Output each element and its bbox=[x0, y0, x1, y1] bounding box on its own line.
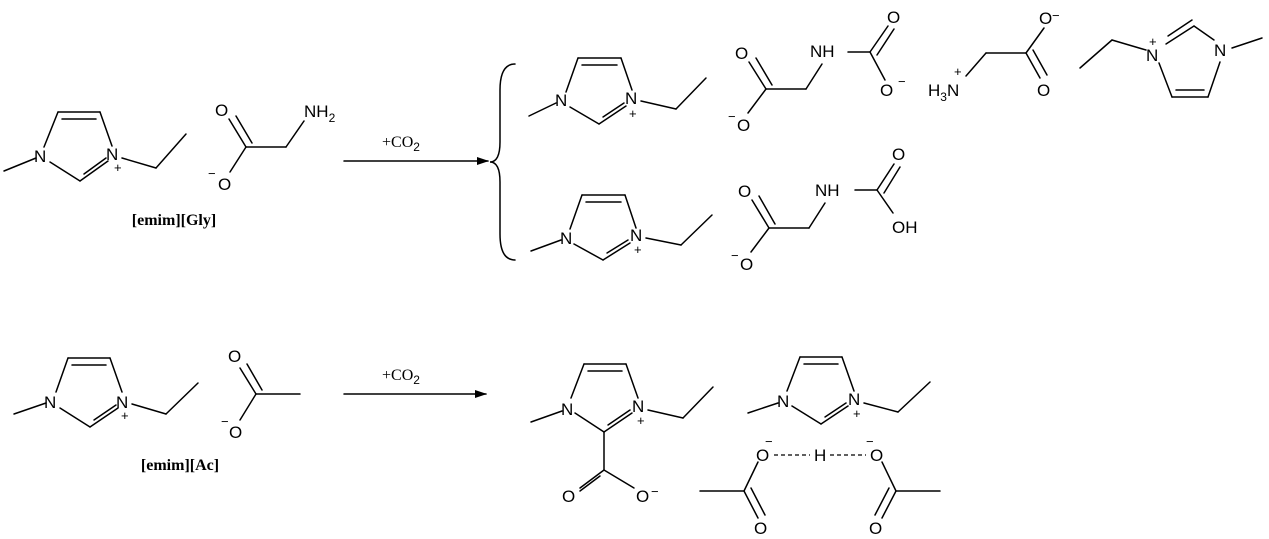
emim-cation-product-a2: N + N bbox=[1079, 19, 1263, 98]
atom-n3: N bbox=[106, 145, 118, 164]
atom-o-anion: O bbox=[737, 116, 750, 135]
emim-cation-product-a: N N + bbox=[528, 57, 707, 125]
atom-o-anion: O bbox=[756, 446, 769, 465]
glycine-zwitterion: H3N + O − O bbox=[928, 8, 1060, 104]
imidazolium-2-carboxylate: N N + O O − bbox=[530, 363, 714, 506]
atom-n1: N bbox=[44, 393, 56, 412]
atom-o-carbonyl: O bbox=[892, 145, 905, 164]
atom-o-carbonyl: O bbox=[1037, 81, 1050, 100]
condition-co2-ac: +CO2 bbox=[382, 367, 420, 387]
minus-charge: − bbox=[898, 74, 906, 89]
atom-o-carbonyl: O bbox=[735, 44, 748, 63]
atom-h-shared: H bbox=[814, 446, 826, 465]
plus-charge: + bbox=[853, 406, 861, 421]
atom-o-anion: O bbox=[870, 446, 883, 465]
plus-charge: + bbox=[121, 408, 129, 423]
glycine-carbamic-acid-anion: O O − NH O OH bbox=[731, 145, 918, 274]
atom-nh2: NH2 bbox=[304, 102, 336, 125]
atom-n1: N bbox=[1214, 41, 1226, 60]
atom-o-carbonyl: O bbox=[562, 487, 575, 506]
plus-charge: + bbox=[954, 64, 962, 79]
minus-charge: − bbox=[221, 414, 229, 429]
emim-cation-reactant-gly: N N + bbox=[3, 111, 187, 182]
condition-co2-gly: +CO2 bbox=[382, 134, 420, 154]
atom-n3: N bbox=[625, 89, 637, 108]
emim-cation-product-b: N N + bbox=[530, 194, 713, 261]
atom-n1: N bbox=[560, 229, 572, 248]
emim-cation-reactant-ac: N N + bbox=[13, 357, 199, 428]
emim-cation-product-ac: N N + bbox=[747, 356, 931, 425]
atom-o-anion: O bbox=[218, 175, 231, 194]
reaction-arrow-ac: +CO2 bbox=[343, 367, 487, 398]
atom-nh: NH bbox=[815, 181, 840, 200]
atom-nh: NH bbox=[810, 42, 835, 61]
minus-charge: − bbox=[728, 109, 736, 124]
plus-charge: + bbox=[1149, 34, 1157, 49]
atom-oh: OH bbox=[892, 218, 918, 237]
atom-n3: N bbox=[1146, 46, 1158, 65]
atom-o-carbonyl: O bbox=[887, 8, 900, 27]
atom-o-anion: O bbox=[229, 423, 242, 442]
atom-nh3: H3N bbox=[928, 81, 959, 104]
minus-charge: − bbox=[866, 434, 874, 449]
atom-n3: N bbox=[632, 397, 644, 416]
atom-n1: N bbox=[555, 91, 567, 110]
glycinate-anion-reactant: O O − NH2 bbox=[208, 101, 336, 194]
atom-o-carbonyl: O bbox=[738, 182, 751, 201]
atom-o-carbonyl: O bbox=[215, 101, 228, 120]
atom-o-carbonyl: O bbox=[228, 347, 241, 366]
plus-charge: + bbox=[629, 106, 637, 121]
minus-charge: − bbox=[1052, 8, 1060, 23]
atom-n1: N bbox=[561, 400, 573, 419]
atom-n3: N bbox=[116, 393, 128, 412]
atom-n3: N bbox=[630, 226, 642, 245]
glycine-carbamate-dianion: O O − NH O O − bbox=[728, 8, 906, 135]
atom-o-anion: O bbox=[1039, 9, 1052, 28]
plus-charge: + bbox=[114, 160, 122, 175]
atom-o-carbonyl: O bbox=[754, 519, 767, 538]
product-brace bbox=[489, 63, 516, 261]
acetate-anion-reactant: O O − bbox=[221, 347, 301, 442]
atom-o-anion: O bbox=[636, 487, 649, 506]
hydrogen-bonded-acetate-dimer: O − H O − O O bbox=[699, 434, 941, 538]
minus-charge: − bbox=[651, 484, 659, 499]
plus-charge: + bbox=[637, 413, 645, 428]
minus-charge: − bbox=[731, 248, 739, 263]
atom-o-anion: O bbox=[740, 255, 753, 274]
atom-n3: N bbox=[848, 390, 860, 409]
minus-charge: − bbox=[765, 434, 773, 449]
plus-charge: + bbox=[634, 242, 642, 257]
atom-n1: N bbox=[777, 392, 789, 411]
minus-charge: − bbox=[208, 166, 216, 181]
reaction-arrow-gly: +CO2 bbox=[343, 134, 489, 165]
atom-n1: N bbox=[34, 147, 46, 166]
atom-o-anion: O bbox=[880, 81, 893, 100]
label-emim-ac: [emim][Ac] bbox=[141, 457, 219, 474]
label-emim-gly: [emim][Gly] bbox=[132, 212, 216, 229]
atom-o-carbonyl: O bbox=[869, 519, 882, 538]
